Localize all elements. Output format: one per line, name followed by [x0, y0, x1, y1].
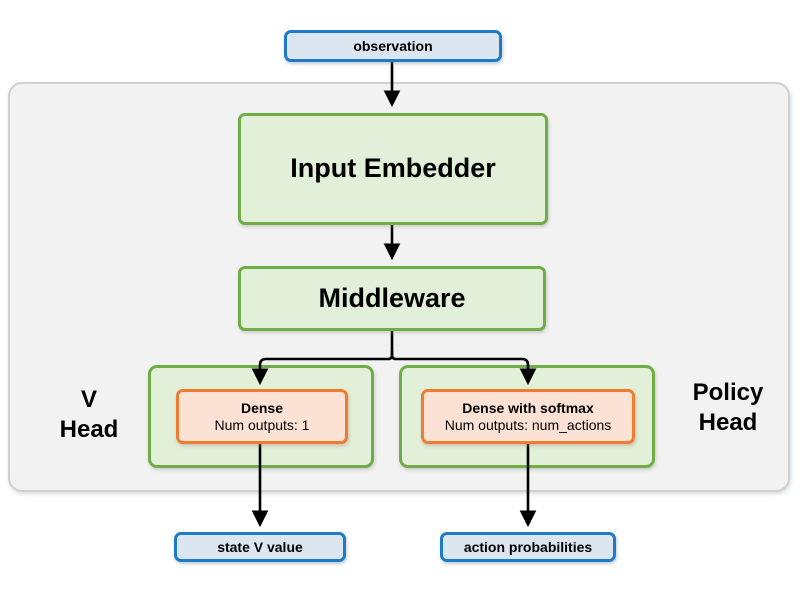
node-dense-with-softmax-title: Dense with softmax	[462, 399, 594, 416]
node-dense-with-softmax-subtitle: Num outputs: num_actions	[444, 416, 612, 433]
node-action-probabilities-label: action probabilities	[463, 538, 593, 555]
v-head-label: V Head	[34, 385, 144, 445]
node-observation-label: observation	[353, 37, 433, 54]
node-middleware-label: Middleware	[318, 282, 466, 313]
node-dense-title: Dense	[240, 399, 284, 416]
node-observation[interactable]: observation	[284, 30, 502, 62]
node-dense[interactable]: Dense Num outputs: 1	[176, 389, 348, 444]
policy-head-label-line1: Policy	[692, 379, 764, 406]
node-input-embedder-label: Input Embedder	[290, 153, 496, 184]
node-state-v-value-label: state V value	[217, 538, 303, 555]
policy-head-label-line2: Head	[698, 408, 758, 436]
node-middleware[interactable]: Middleware	[238, 266, 546, 331]
policy-head-label: Policy Head	[665, 378, 791, 438]
v-head-label-line1: V	[80, 386, 97, 413]
node-dense-subtitle: Num outputs: 1	[214, 416, 310, 433]
node-state-v-value[interactable]: state V value	[174, 532, 346, 562]
node-action-probabilities[interactable]: action probabilities	[440, 532, 616, 562]
node-dense-with-softmax[interactable]: Dense with softmax Num outputs: num_acti…	[421, 389, 635, 444]
v-head-label-line2: Head	[59, 415, 119, 443]
node-input-embedder[interactable]: Input Embedder	[238, 113, 548, 225]
